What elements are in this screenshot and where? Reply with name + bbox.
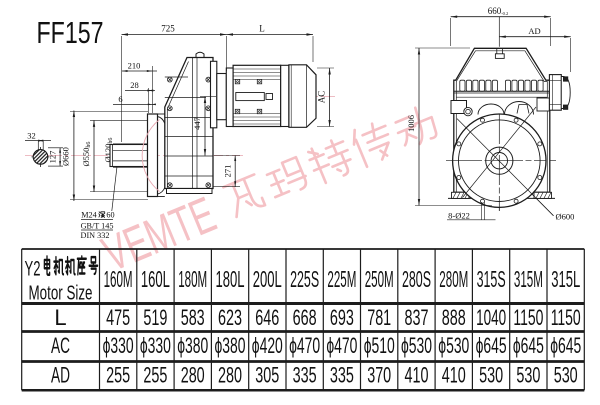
- svg-text:335: 335: [330, 363, 354, 388]
- svg-text:Ø550h6: Ø550h6: [81, 142, 92, 167]
- svg-text:160L: 160L: [141, 266, 170, 292]
- svg-text:888: 888: [442, 305, 466, 330]
- svg-text:200L: 200L: [253, 266, 282, 292]
- svg-text:60: 60: [106, 211, 114, 220]
- svg-text:255: 255: [143, 363, 167, 388]
- svg-text:725: 725: [161, 24, 175, 34]
- svg-text:ϕ330: ϕ330: [103, 333, 134, 358]
- svg-text:ϕ470: ϕ470: [326, 333, 357, 358]
- svg-text:271: 271: [222, 165, 232, 178]
- svg-text:410: 410: [442, 363, 466, 388]
- svg-text:ϕ510: ϕ510: [364, 333, 395, 358]
- svg-text:583: 583: [181, 305, 205, 330]
- svg-text:ϕ645: ϕ645: [476, 333, 507, 358]
- svg-text:160M: 160M: [104, 266, 133, 292]
- svg-text:Y2: Y2: [25, 258, 41, 281]
- svg-text:315M: 315M: [514, 266, 543, 292]
- svg-text:ϕ530: ϕ530: [401, 333, 432, 358]
- svg-text:ϕ530: ϕ530: [438, 333, 469, 358]
- svg-text:1150: 1150: [551, 305, 581, 330]
- svg-text:AC: AC: [51, 333, 70, 358]
- svg-text:280: 280: [181, 363, 205, 388]
- svg-text:DIN 332: DIN 332: [81, 231, 110, 240]
- svg-text:623: 623: [218, 305, 242, 330]
- svg-text:693: 693: [330, 305, 354, 330]
- svg-text:668: 668: [293, 305, 317, 330]
- svg-text:410: 410: [405, 363, 429, 388]
- svg-text:180M: 180M: [178, 266, 207, 292]
- svg-text:335: 335: [293, 363, 317, 388]
- svg-text:1040: 1040: [476, 305, 506, 330]
- svg-text:ϕ470: ϕ470: [289, 333, 320, 358]
- svg-text:646: 646: [255, 305, 279, 330]
- svg-text:ϕ380: ϕ380: [215, 333, 246, 358]
- svg-text:305: 305: [255, 363, 279, 388]
- svg-text:ϕ645: ϕ645: [550, 333, 581, 358]
- svg-text:250M: 250M: [365, 266, 394, 292]
- svg-text:M24: M24: [81, 211, 96, 220]
- svg-text:L: L: [259, 24, 265, 34]
- svg-text:530: 530: [516, 363, 540, 388]
- svg-text:530: 530: [554, 363, 578, 388]
- svg-text:L: L: [54, 305, 66, 330]
- svg-text:ϕ380: ϕ380: [177, 333, 208, 358]
- svg-text:837: 837: [405, 305, 429, 330]
- svg-text:280M: 280M: [439, 266, 468, 292]
- svg-text:315L: 315L: [551, 266, 580, 292]
- svg-text:FF157: FF157: [37, 15, 104, 50]
- svg-text:32: 32: [27, 131, 36, 141]
- svg-text:255: 255: [106, 363, 130, 388]
- svg-text:6: 6: [118, 94, 122, 104]
- svg-text:AD: AD: [528, 26, 540, 36]
- svg-text:ϕ420: ϕ420: [252, 333, 283, 358]
- svg-text:ϕ330: ϕ330: [140, 333, 171, 358]
- svg-text:475: 475: [106, 305, 130, 330]
- svg-text:519: 519: [143, 305, 167, 330]
- svg-text:Ø120h6: Ø120h6: [103, 138, 114, 163]
- svg-text:127: 127: [48, 151, 58, 164]
- svg-text:ϕ645: ϕ645: [513, 333, 544, 358]
- svg-text:1150: 1150: [513, 305, 543, 330]
- svg-text:225S: 225S: [290, 266, 319, 292]
- svg-text:315S: 315S: [477, 266, 506, 292]
- svg-text:210: 210: [128, 61, 141, 71]
- svg-text:530: 530: [479, 363, 503, 388]
- svg-text:GB/T 145: GB/T 145: [81, 221, 114, 230]
- svg-text:28: 28: [130, 80, 139, 90]
- svg-text:AD: AD: [51, 363, 70, 388]
- svg-text:781: 781: [367, 305, 391, 330]
- svg-text:Ø660: Ø660: [61, 147, 71, 166]
- svg-text:370: 370: [367, 363, 391, 388]
- svg-text:280: 280: [218, 363, 242, 388]
- svg-text:8-Ø22: 8-Ø22: [448, 210, 470, 220]
- svg-text:280S: 280S: [402, 266, 431, 292]
- svg-text:Ø600: Ø600: [556, 212, 575, 222]
- svg-text:447: 447: [192, 117, 202, 130]
- svg-text:180L: 180L: [216, 266, 245, 292]
- svg-text:Motor Size: Motor Size: [29, 283, 93, 305]
- svg-text:660-0.2: 660-0.2: [488, 6, 509, 16]
- svg-text:1006: 1006: [406, 115, 416, 132]
- svg-text:AC: AC: [317, 91, 327, 104]
- svg-text:225M: 225M: [327, 266, 356, 292]
